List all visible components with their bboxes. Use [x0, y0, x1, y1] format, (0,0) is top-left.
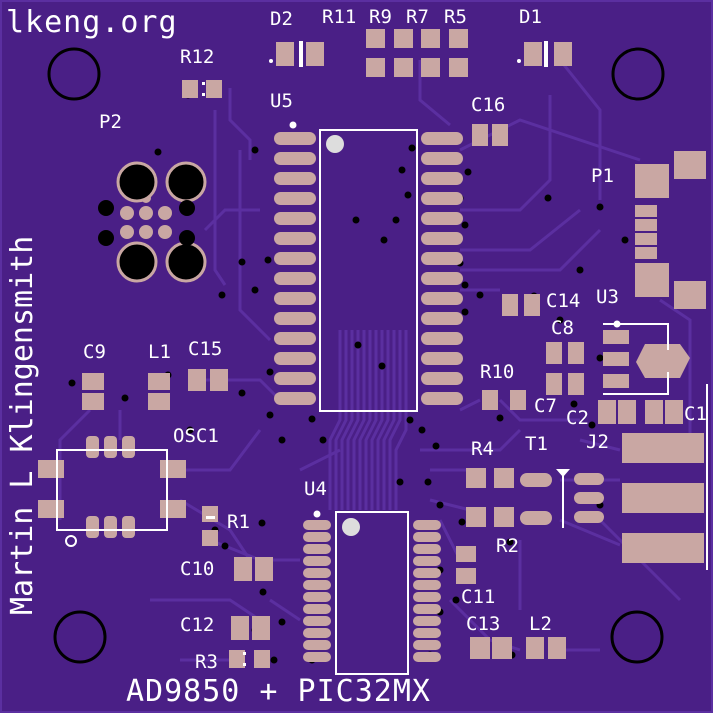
site-label: lkeng.org: [6, 5, 178, 40]
ref-c15: C15: [188, 338, 223, 360]
ref-c16: C16: [471, 94, 506, 116]
ref-r4: R4: [471, 438, 494, 460]
ref-u5: U5: [270, 90, 293, 112]
silkscreen-outlines: [56, 323, 708, 570]
u4-chip: [303, 510, 441, 675]
ref-r11: R11: [322, 6, 357, 28]
ref-c13: C13: [466, 613, 501, 635]
mounting-holes: [47, 47, 665, 664]
ref-l2: L2: [529, 613, 552, 635]
ref-c2: C2: [566, 407, 589, 429]
ref-r10: R10: [480, 361, 515, 383]
osc1-outline: [56, 449, 168, 531]
ref-c8: C8: [551, 317, 574, 339]
ref-j2: J2: [586, 431, 609, 453]
ref-p1: P1: [591, 165, 614, 187]
ref-osc1: OSC1: [173, 425, 219, 447]
p2-mounting-vias: [98, 200, 195, 246]
ref-c11: C11: [461, 586, 496, 608]
ref-r3: R3: [195, 651, 218, 673]
ref-r12: R12: [180, 46, 215, 68]
ref-r9: R9: [369, 6, 392, 28]
ref-c14: C14: [546, 290, 581, 312]
ref-p2: P2: [99, 111, 122, 133]
ref-c12: C12: [180, 614, 215, 636]
u5-chip: [274, 121, 463, 412]
ref-u3: U3: [596, 286, 619, 308]
board-title: AD9850 + PIC32MX: [126, 674, 431, 709]
ref-c10: C10: [180, 558, 215, 580]
ref-l1: L1: [148, 341, 171, 363]
ref-c9: C9: [83, 341, 106, 363]
ref-r1: R1: [227, 511, 250, 533]
silkscreen-markers: [202, 41, 621, 666]
p2-connector-holes: [116, 161, 207, 283]
ref-t1: T1: [525, 433, 548, 455]
osc1-pin1-marker: [65, 535, 77, 547]
ref-c7: C7: [534, 395, 557, 417]
ref-r7: R7: [406, 6, 429, 28]
ref-u4: U4: [304, 478, 327, 500]
ref-d1: D1: [519, 6, 542, 28]
ref-r2: R2: [496, 535, 519, 557]
pads: [38, 29, 706, 668]
ref-r5: R5: [444, 6, 467, 28]
copper-traces: [58, 59, 692, 662]
ref-d2: D2: [270, 8, 293, 30]
author-label: Martin L Klingensmith: [5, 235, 40, 615]
ref-c1: C1: [684, 403, 707, 425]
